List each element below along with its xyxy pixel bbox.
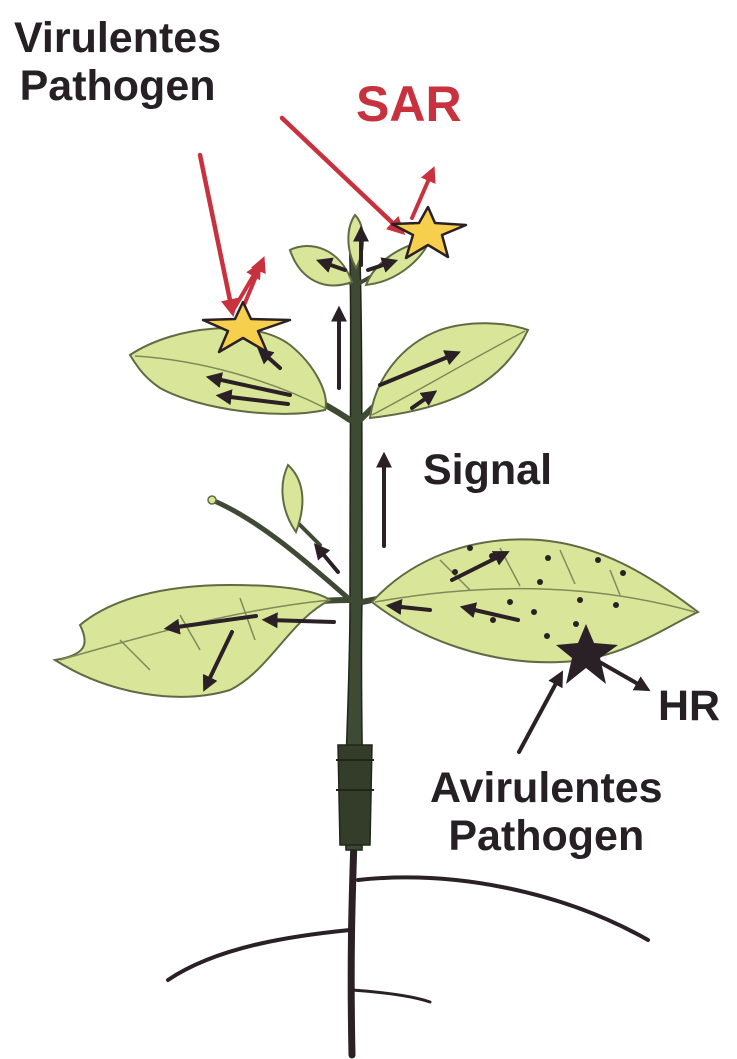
hr-label: HR — [658, 682, 720, 730]
virulent-label-line1: Virulentes — [14, 14, 221, 62]
leaves — [55, 215, 698, 697]
virulent-pathogen-label: Virulentes Pathogen — [14, 14, 221, 110]
avirulent-label-line2: Pathogen — [430, 812, 663, 860]
sar-label: SAR — [356, 76, 462, 132]
virulent-label-line2: Pathogen — [14, 62, 221, 110]
leaf-twig — [282, 465, 302, 532]
signal-label: Signal — [423, 446, 552, 494]
stem — [336, 230, 374, 850]
sar-arrows — [232, 172, 432, 312]
avirulent-label-line1: Avirulentes — [430, 764, 663, 812]
leaf-lower-left — [55, 585, 330, 697]
roots — [168, 840, 648, 1055]
avirulent-pathogen-label: Avirulentes Pathogen — [430, 764, 663, 860]
leaf-upper-small-left — [290, 246, 352, 285]
